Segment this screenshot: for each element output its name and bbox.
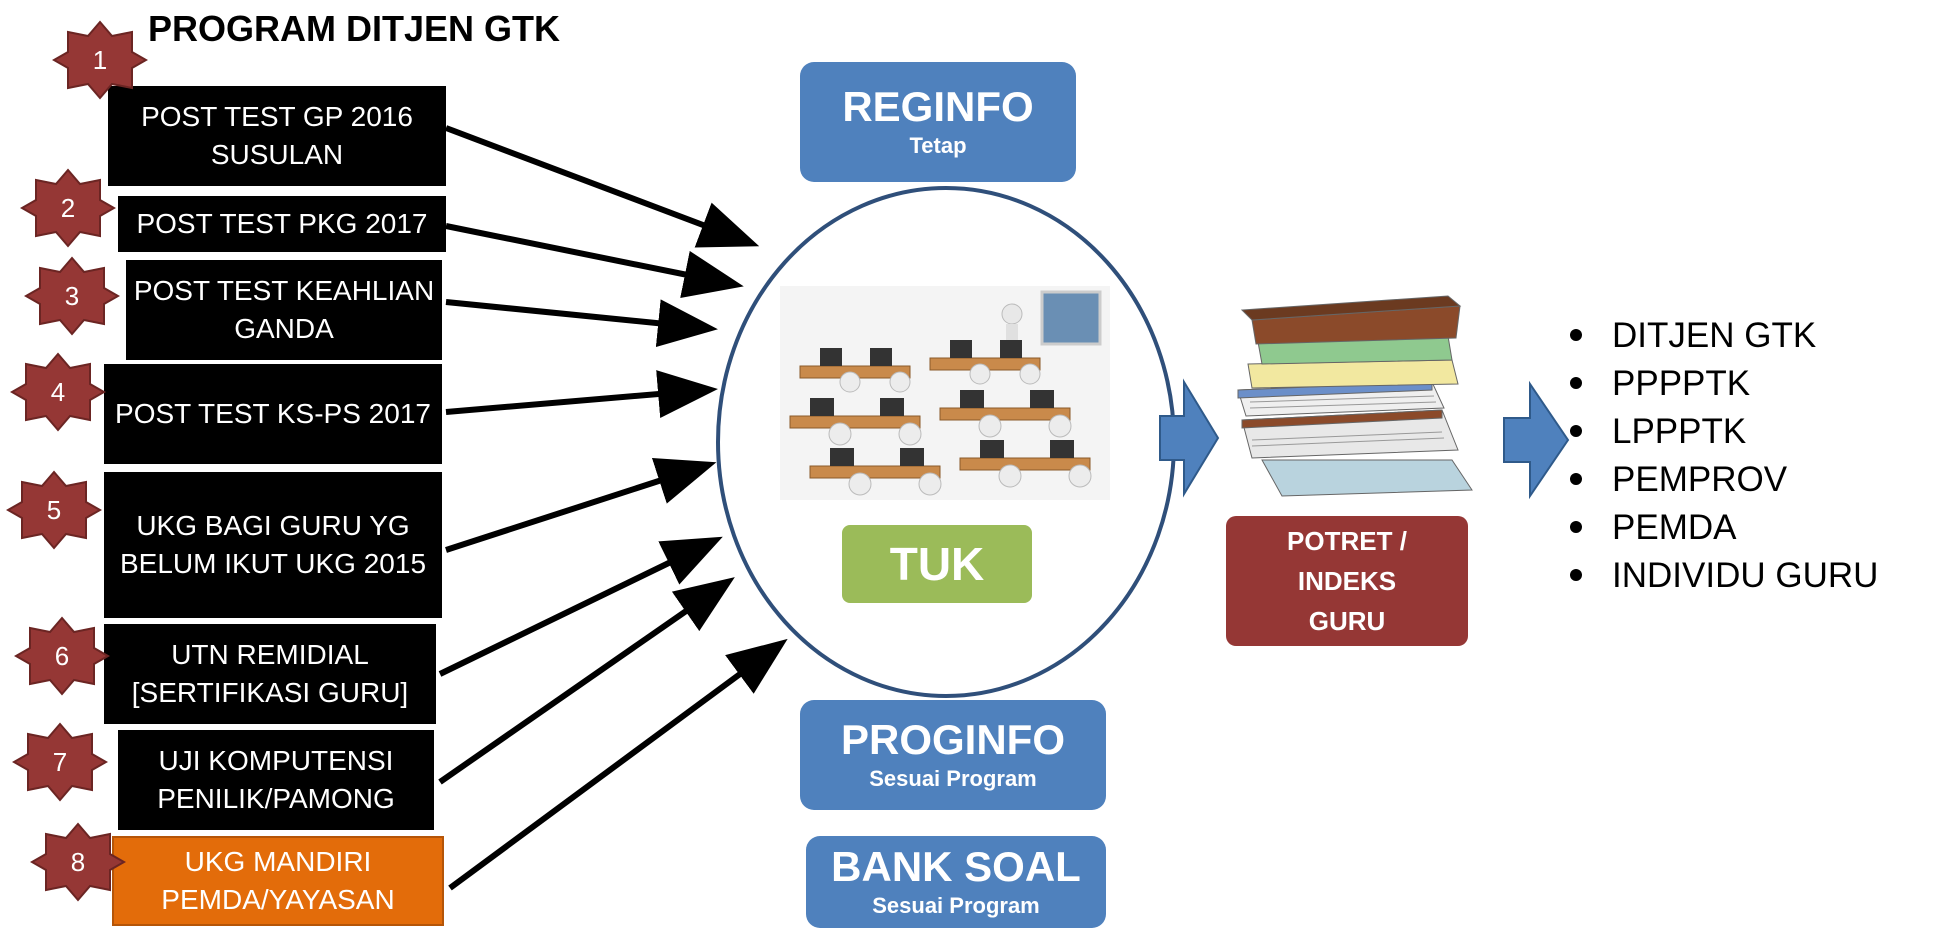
list-item: PEMPROV (1570, 456, 1878, 504)
recipient-label: PPPPTK (1612, 364, 1751, 403)
recipient-label: INDIVIDU GURU (1612, 556, 1879, 595)
number-badge-7: 7 (12, 722, 108, 802)
list-item: PPPPTK (1570, 360, 1878, 408)
arrow-1 (444, 125, 760, 248)
list-item: PEMDA (1570, 504, 1878, 552)
program-label: POST TEST PKG 2017 (136, 208, 428, 239)
classroom-illustration (780, 286, 1110, 500)
program-label: POST TEST GP 2016 SUSULAN (141, 101, 413, 170)
bullet-icon (1570, 568, 1582, 581)
number-label: 2 (60, 192, 76, 223)
recipient-label: LPPPTK (1612, 412, 1747, 451)
block-arrow-2 (1503, 380, 1570, 500)
number-badge-2: 2 (20, 168, 116, 248)
page-title: PROGRAM DITJEN GTK (148, 8, 561, 49)
program-label: UKG MANDIRI PEMDA/YAYASAN (161, 846, 395, 915)
arrow-2 (445, 223, 744, 298)
number-badge-1: 1 (52, 20, 148, 100)
potret-label: POTRET / INDEKS GURU (1287, 526, 1407, 636)
arrow-3 (445, 299, 718, 348)
bank-soal-title: BANK SOAL (831, 843, 1081, 890)
list-item: DITJEN GTK (1570, 312, 1878, 360)
number-badge-8: 8 (30, 822, 126, 902)
reginfo-subtitle: Tetap (909, 133, 967, 158)
number-label: 5 (46, 494, 62, 525)
program-box-5: UKG BAGI GURU YG BELUM IKUT UKG 2015 (104, 472, 442, 618)
program-box-7: UJI KOMPUTENSI PENILIK/PAMONG (118, 730, 434, 830)
recipient-list: DITJEN GTK PPPPTK LPPPTK PEMPROV PEMDA I… (1570, 312, 1878, 600)
bullet-icon (1570, 472, 1582, 485)
proginfo-title: PROGINFO (840, 716, 1065, 763)
arrow-4 (445, 370, 718, 418)
program-label: UKG BAGI GURU YG BELUM IKUT UKG 2015 (119, 510, 427, 579)
tuk-label: TUK (842, 525, 1032, 603)
number-badge-4: 4 (10, 352, 106, 432)
program-box-1: POST TEST GP 2016 SUSULAN (108, 86, 446, 186)
number-label: 7 (52, 746, 68, 777)
bullet-icon (1570, 520, 1582, 533)
reginfo-title: REGINFO (842, 83, 1034, 130)
program-box-6: UTN REMIDIAL [SERTIFIKASI GURU] (104, 624, 436, 724)
bank-soal-box: BANK SOAL Sesuai Program (806, 836, 1106, 928)
number-badge-5: 5 (6, 470, 102, 550)
number-label: 8 (70, 846, 86, 877)
number-label: 6 (54, 640, 70, 671)
program-box-3: POST TEST KEAHLIAN GANDA (126, 260, 442, 360)
reginfo-box: REGINFO Tetap (800, 62, 1076, 182)
bank-soal-subtitle: Sesuai Program (872, 893, 1040, 918)
program-box-4: POST TEST KS-PS 2017 (104, 364, 442, 464)
block-arrow-1 (1159, 378, 1220, 498)
proginfo-box: PROGINFO Sesuai Program (800, 700, 1106, 810)
recipient-label: PEMDA (1612, 508, 1737, 547)
arrow-7 (438, 577, 735, 785)
number-badge-3: 3 (24, 256, 120, 336)
program-label: UJI KOMPUTENSI PENILIK/PAMONG (157, 745, 395, 814)
arrow-5 (445, 457, 717, 553)
number-badge-6: 6 (14, 616, 110, 696)
books-illustration (1237, 295, 1473, 497)
program-box-8: UKG MANDIRI PEMDA/YAYASAN (112, 836, 444, 926)
arrow-6 (438, 536, 723, 677)
proginfo-subtitle: Sesuai Program (869, 766, 1037, 791)
list-item: LPPPTK (1570, 408, 1878, 456)
bullet-icon (1570, 424, 1582, 437)
recipient-label: PEMPROV (1612, 460, 1788, 499)
list-item: INDIVIDU GURU (1570, 552, 1878, 600)
program-label: UTN REMIDIAL [SERTIFIKASI GURU] (131, 639, 409, 708)
arrow-8 (448, 638, 788, 891)
program-box-2: POST TEST PKG 2017 (118, 196, 446, 252)
number-label: 3 (64, 280, 80, 311)
recipient-label: DITJEN GTK (1612, 316, 1817, 355)
potret-indeks-guru-box: POTRET / INDEKS GURU (1226, 516, 1468, 646)
number-label: 4 (50, 376, 66, 407)
bullet-icon (1570, 328, 1582, 341)
bullet-icon (1570, 376, 1582, 389)
program-label: POST TEST KS-PS 2017 (115, 398, 431, 429)
number-label: 1 (92, 44, 108, 75)
program-label: POST TEST KEAHLIAN GANDA (133, 275, 435, 344)
